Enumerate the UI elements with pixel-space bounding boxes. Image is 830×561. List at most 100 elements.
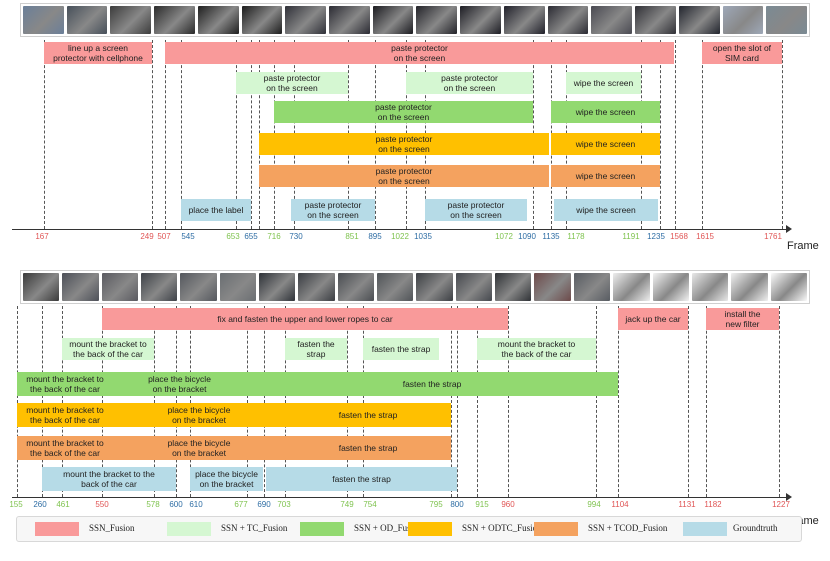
legend-swatch-gt bbox=[683, 522, 727, 536]
panel1-segment-gt: paste protector on the screen bbox=[425, 199, 527, 221]
panel1-segment-odtc: paste protector on the screen bbox=[259, 133, 549, 155]
panel2-tick-label: 960 bbox=[501, 500, 515, 509]
panel1-tick-label: 716 bbox=[267, 232, 281, 241]
panel2-boundary-line bbox=[102, 306, 103, 497]
video-frame-thumbnail bbox=[23, 273, 60, 301]
video-frame-thumbnail bbox=[377, 273, 414, 301]
panel2-axis-arrow-icon bbox=[786, 493, 792, 501]
panel1-time-axis bbox=[12, 229, 788, 230]
panel2-boundary-line bbox=[347, 306, 348, 497]
panel2-tick-label: 677 bbox=[234, 500, 248, 509]
panel1-segment-tc: wipe the screen bbox=[566, 72, 641, 94]
panel1-tick-label: 1035 bbox=[414, 232, 432, 241]
panel2-tick-label: 915 bbox=[475, 500, 489, 509]
panel2-tick-label: 994 bbox=[587, 500, 601, 509]
panel1-segment-odtc: wipe the screen bbox=[551, 133, 660, 155]
panel1-tick-label: 1178 bbox=[567, 232, 585, 241]
video-frame-thumbnail bbox=[154, 6, 195, 34]
panel1-segment-ssn: line up a screen protector with cellphon… bbox=[44, 42, 152, 64]
panel2-tick-label: 749 bbox=[340, 500, 354, 509]
panel2-tick-label: 578 bbox=[146, 500, 160, 509]
panel1-boundary-line bbox=[165, 40, 166, 229]
panel2-segment-od: mount the bracket to the back of the car bbox=[17, 372, 113, 396]
panel2-segment-ssn: install the new filter bbox=[706, 308, 779, 330]
video-frame-thumbnail bbox=[534, 273, 571, 301]
panel1-segment-tcod: wipe the screen bbox=[551, 165, 660, 187]
video-frame-thumbnail bbox=[101, 273, 139, 301]
panel1-boundary-line bbox=[44, 40, 45, 229]
video-frame-thumbnail bbox=[241, 6, 283, 34]
video-frame-thumbnail bbox=[197, 6, 239, 34]
panel1-segment-tcod: paste protector on the screen bbox=[259, 165, 549, 187]
legend-label-odtc: SSN + ODTC_Fusion bbox=[462, 523, 542, 533]
panel1-boundary-line bbox=[702, 40, 703, 229]
panel1-boundary-line bbox=[660, 40, 661, 229]
panel1-tick-label: 545 bbox=[181, 232, 195, 241]
video-frame-thumbnail bbox=[503, 6, 545, 34]
panel2-segment-od: fasten the strap bbox=[246, 372, 618, 396]
panel2-tick-label: 703 bbox=[277, 500, 291, 509]
panel2-boundary-line bbox=[618, 306, 619, 497]
panel2-boundary-line bbox=[285, 306, 286, 497]
video-frame-thumbnail bbox=[495, 273, 532, 301]
panel2-tick-label: 795 bbox=[429, 500, 443, 509]
legend-label-gt: Groundtruth bbox=[733, 523, 778, 533]
panel1-boundary-line bbox=[251, 40, 252, 229]
panel1-tick-label: 730 bbox=[289, 232, 303, 241]
panel2-segment-odtc: mount the bracket to the back of the car bbox=[17, 403, 113, 427]
panel2-segment-ssn: fix and fasten the upper and lower ropes… bbox=[102, 308, 508, 330]
panel2-segment-tc: mount the bracket to the back of the car bbox=[477, 338, 596, 360]
legend-swatch-od bbox=[300, 522, 344, 536]
panel2-segment-od: place the bicycle on the bracket bbox=[113, 372, 246, 396]
panel1-boundary-line bbox=[782, 40, 783, 229]
panel2-tick-label: 610 bbox=[189, 500, 203, 509]
panel2-boundary-line bbox=[779, 306, 780, 497]
video-frame-thumbnail bbox=[678, 6, 720, 34]
panel2-segment-tcod: place the bicycle on the bracket bbox=[113, 436, 285, 460]
video-frame-thumbnail bbox=[329, 6, 370, 34]
video-frame-thumbnail bbox=[455, 273, 493, 301]
panel1-tick-label: 1022 bbox=[391, 232, 409, 241]
panel2-tick-label: 800 bbox=[450, 500, 464, 509]
video-frame-thumbnail bbox=[635, 6, 676, 34]
panel2-tick-label: 155 bbox=[9, 500, 23, 509]
panel2-boundary-line bbox=[42, 306, 43, 497]
panel1-tick-label: 1235 bbox=[647, 232, 665, 241]
panel2-time-axis bbox=[12, 497, 788, 498]
video-frame-thumbnail bbox=[285, 6, 327, 34]
panel2-tick-label: 461 bbox=[56, 500, 70, 509]
video-frame-thumbnail bbox=[337, 273, 375, 301]
panel1-boundary-line bbox=[675, 40, 676, 229]
panel1-tick-label: 1072 bbox=[495, 232, 513, 241]
panel2-boundary-line bbox=[508, 306, 509, 497]
video-frame-thumbnail bbox=[613, 273, 650, 301]
panel2-tick-label: 1182 bbox=[704, 500, 722, 509]
panel1-axis-arrow-icon bbox=[786, 225, 792, 233]
video-frame-thumbnail bbox=[219, 273, 257, 301]
panel1-boundary-line bbox=[181, 40, 182, 229]
panel1-tick-label: 1761 bbox=[764, 232, 782, 241]
panel1-tick-label: 1615 bbox=[696, 232, 714, 241]
panel2-segment-odtc: fasten the strap bbox=[285, 403, 451, 427]
video-frame-thumbnail bbox=[372, 6, 414, 34]
panel2-segment-tc: mount the bracket to the back of the car bbox=[62, 338, 154, 360]
video-frame-thumbnail bbox=[180, 273, 217, 301]
panel2-boundary-line bbox=[457, 306, 458, 497]
panel1-segment-tc: paste protector on the screen bbox=[236, 72, 348, 94]
panel1-tick-label: 1090 bbox=[518, 232, 536, 241]
panel1-tick-label: 1135 bbox=[542, 232, 560, 241]
panel2-boundary-line bbox=[363, 306, 364, 497]
video-frame-thumbnail bbox=[141, 273, 178, 301]
legend-label-ssn: SSN_Fusion bbox=[89, 523, 135, 533]
panel2-boundary-line bbox=[247, 306, 248, 497]
panel2-segment-tc: fasten the strap bbox=[363, 338, 439, 360]
panel2-boundary-line bbox=[62, 306, 63, 497]
panel2-segment-tcod: mount the bracket to the back of the car bbox=[17, 436, 113, 460]
video-frame-thumbnail bbox=[416, 6, 458, 34]
panel1-tick-label: 895 bbox=[368, 232, 382, 241]
video-frame-thumbnail bbox=[591, 6, 633, 34]
video-frame-thumbnail bbox=[731, 273, 768, 301]
panel2-boundary-line bbox=[451, 306, 452, 497]
panel1-segment-od: wipe the screen bbox=[551, 101, 660, 123]
